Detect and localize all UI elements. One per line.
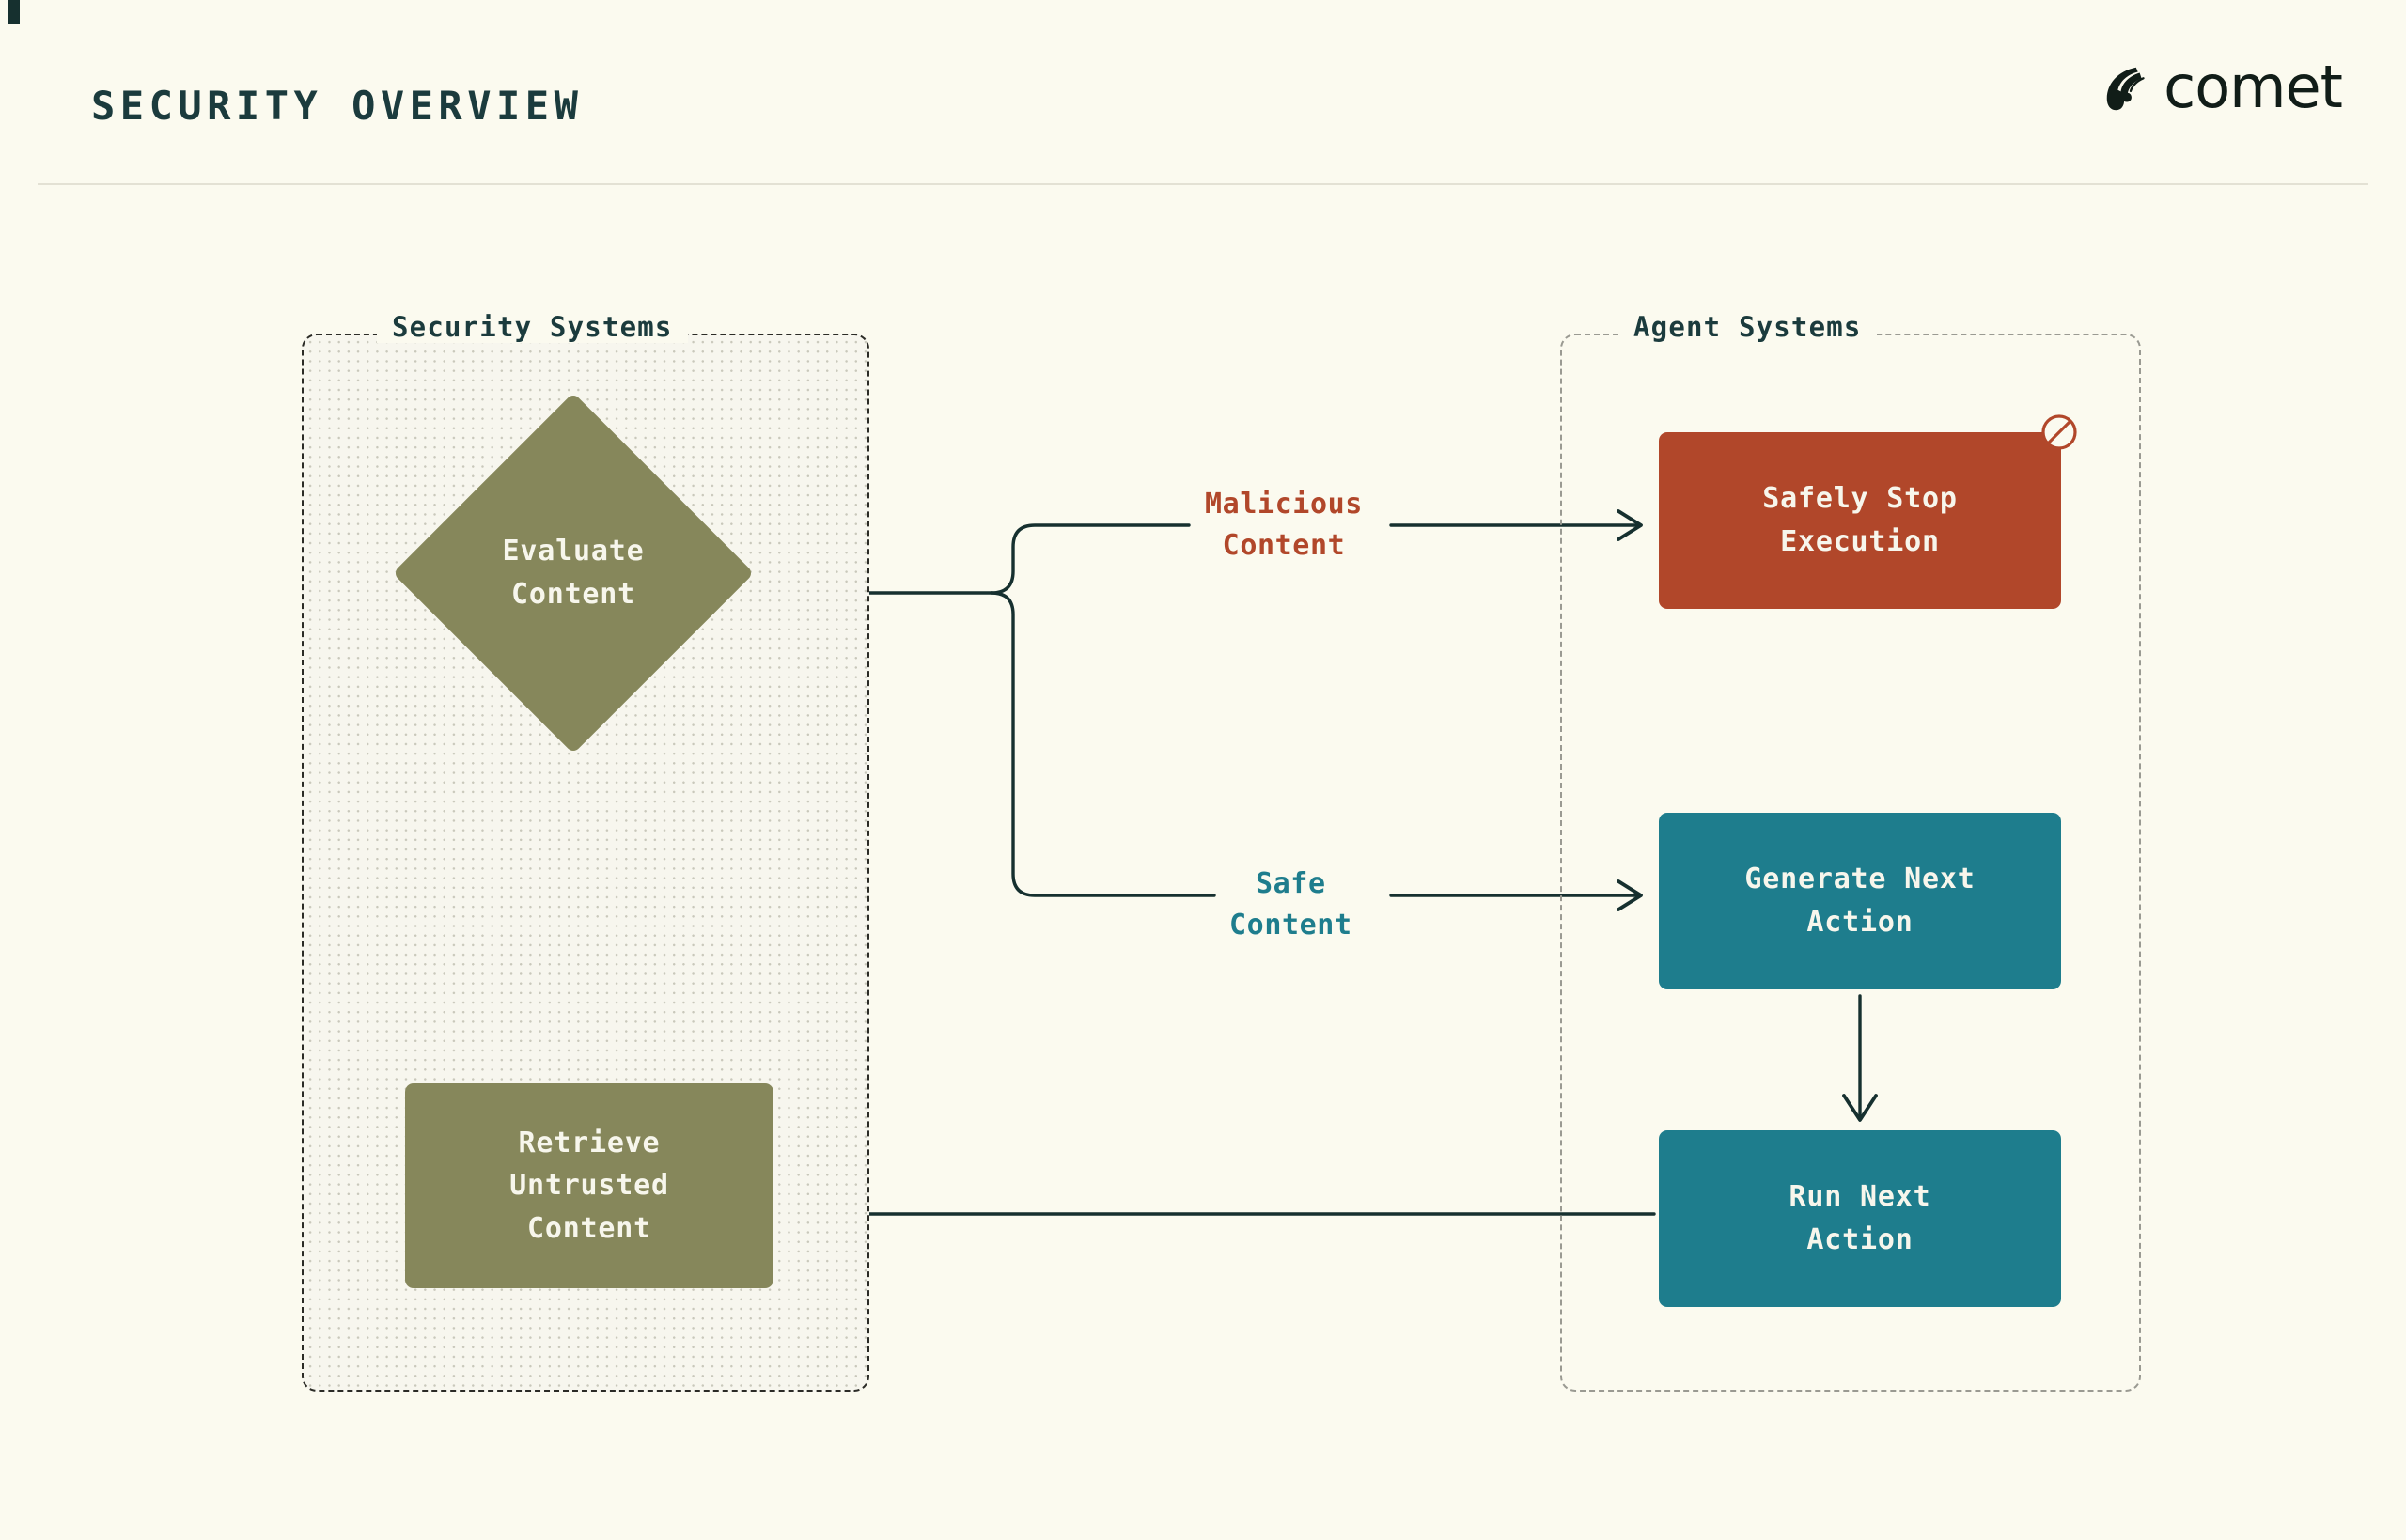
slide-header: SECURITY OVERVIEW comet [0,0,2406,188]
node-run-next-action-label: Run Next Action [1789,1180,1931,1256]
node-safely-stop-execution-label: Safely Stop Execution [1762,482,1958,558]
node-safely-stop-execution[interactable]: Safely Stop Execution [1659,414,2077,609]
node-evaluate-content-label: Evaluate Content [502,535,645,611]
corner-registration-tick [8,0,20,24]
edge-label-malicious-content: Malicious Content [1192,482,1376,568]
group-label-agent-systems: Agent Systems [1618,311,1877,343]
node-generate-next-action[interactable]: Generate Next Action [1659,813,2061,989]
group-label-security-systems: Security Systems [377,311,688,343]
comet-wordmark: comet [2164,53,2343,121]
edge-safe-to-generate [1389,879,1643,911]
header-divider [38,183,2368,185]
node-evaluate-content[interactable]: Evaluate Content [392,392,755,754]
edge-generate-to-run [1842,994,1878,1122]
node-generate-next-action-label: Generate Next Action [1744,863,1976,939]
comet-logo: comet [2100,53,2343,121]
group-agent-systems: Agent Systems [1560,311,2141,1392]
node-run-next-action[interactable]: Run Next Action [1659,1130,2061,1307]
edge-malicious-to-stop [1389,509,1643,541]
node-retrieve-untrusted-content[interactable]: Retrieve Untrusted Content [405,1083,773,1288]
page-title: SECURITY OVERVIEW [91,83,584,129]
comet-swoosh-icon [2106,67,2145,111]
node-retrieve-untrusted-content-label: Retrieve Untrusted Content [509,1126,669,1245]
prohibited-icon [2041,414,2077,450]
edge-label-safe-content: Safe Content [1216,862,1366,947]
edge-run-to-retrieve [795,1198,1656,1230]
